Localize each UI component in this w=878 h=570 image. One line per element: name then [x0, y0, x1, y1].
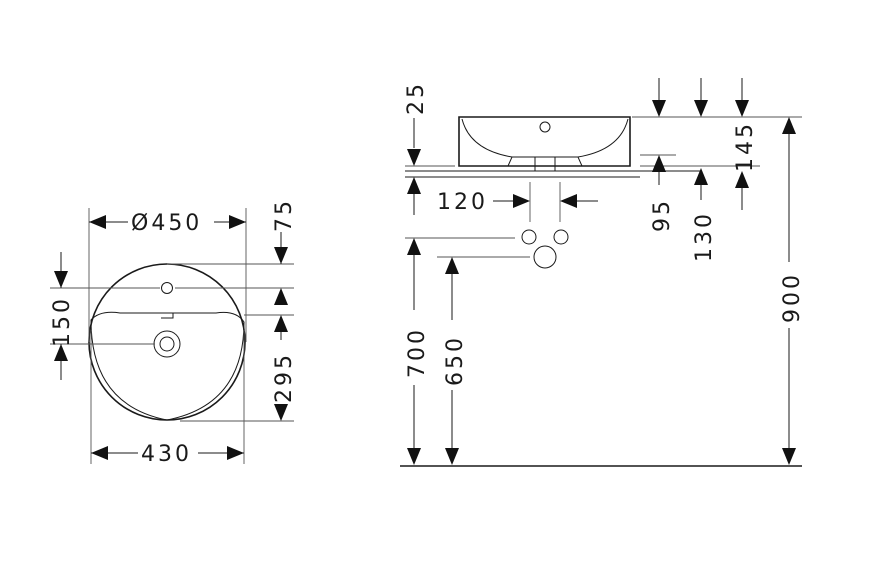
dim-75-label: 75	[272, 198, 297, 232]
overflow-hole-side	[539, 121, 551, 133]
dim-450-arrow-left	[89, 215, 106, 229]
dim-150-label: 150	[50, 296, 75, 347]
dim-650-arrow-top	[445, 257, 459, 274]
drain-inner	[159, 336, 175, 352]
supply-pipe-left	[521, 229, 537, 245]
drain-neck	[534, 156, 556, 172]
dim-700-label: 700	[405, 327, 430, 378]
dim-130-arrow-bottom	[694, 168, 708, 185]
dim-450-arrow-right	[229, 215, 246, 229]
dim-450-label: Ø450	[131, 211, 202, 236]
dim-95-label: 95	[650, 198, 675, 232]
dim-25-arrow-top	[407, 149, 421, 166]
dim-150-arrow-top	[54, 271, 68, 288]
dim-900-label: 900	[780, 272, 805, 323]
dim-900-arrow-bottom	[782, 448, 796, 465]
dim-650-arrow-bottom	[445, 448, 459, 465]
dim-145-label: 145	[733, 121, 758, 172]
dim-75-arrow-bottom	[274, 288, 288, 305]
basin-foot-left	[507, 156, 530, 167]
dim-295-label: 295	[272, 352, 297, 403]
supply-pipe-right	[553, 229, 569, 245]
dim-95-arrow-bottom	[652, 155, 666, 172]
dim-700-arrow-top	[407, 238, 421, 255]
dim-120-label: 120	[437, 190, 488, 215]
drain-notch	[161, 313, 174, 319]
top-view: Ø450 430 150 75 295	[50, 198, 297, 467]
basin-side-outline	[458, 116, 631, 167]
dim-430-arrow-right	[227, 446, 244, 460]
dim-120-arrow-right	[560, 194, 577, 208]
basin-inner-bowl	[90, 311, 245, 421]
dim-120-arrow-left	[513, 194, 530, 208]
dim-700-arrow-bottom	[407, 448, 421, 465]
dim-25-arrow-bottom	[407, 177, 421, 194]
dim-430-arrow-left	[91, 446, 108, 460]
waste-pipe	[533, 245, 557, 269]
dim-900-arrow-top	[782, 117, 796, 134]
overflow-hole	[161, 282, 173, 294]
drain-outer	[153, 330, 181, 358]
dim-25-label: 25	[404, 81, 429, 115]
dim-295-arrow-bottom	[274, 404, 288, 421]
dim-75-arrow-top	[274, 247, 288, 264]
dim-130-arrow-top	[694, 100, 708, 117]
basin-foot-right	[560, 156, 583, 167]
basin-outer-circle	[88, 263, 246, 421]
dim-130-label: 130	[692, 211, 717, 262]
dim-145-arrow-top	[735, 100, 749, 117]
dim-150-arrow-bottom	[54, 344, 68, 361]
dim-650-label: 650	[443, 335, 468, 386]
dim-145-arrow-bottom	[735, 171, 749, 188]
basin-side-bowl	[461, 118, 629, 158]
side-view: 25 120 95 130 145	[400, 78, 805, 467]
dim-295-arrow-top	[274, 315, 288, 332]
dim-430-label: 430	[141, 442, 192, 467]
dim-95-arrow-top	[652, 100, 666, 117]
